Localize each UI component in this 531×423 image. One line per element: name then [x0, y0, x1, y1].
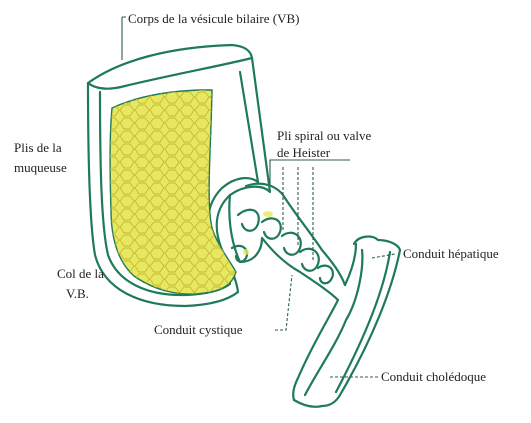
- hepatic-duct-cap: [354, 237, 400, 250]
- label-neck-1: Col de la: [57, 266, 104, 281]
- spiral-fold-1: [238, 210, 259, 231]
- label-folds-1: Plis de la: [14, 140, 62, 155]
- label-neck-2: V.B.: [66, 286, 89, 301]
- labels: Corps de la vésicule bilaire (VB) Plis d…: [14, 11, 499, 384]
- label-valve-1: Pli spiral ou valve: [277, 128, 371, 143]
- spiral-fold-2: [262, 218, 281, 238]
- label-folds-2: muqueuse: [14, 160, 67, 175]
- leader-body: [122, 17, 126, 60]
- cystic-duct: [229, 184, 345, 300]
- common-duct-bottom: [294, 400, 322, 407]
- leader-valve-1: [270, 160, 350, 185]
- fundus-outline: [88, 45, 252, 89]
- common-duct-left-inner: [345, 244, 356, 285]
- label-hepatic: Conduit hépatique: [403, 246, 499, 261]
- label-body: Corps de la vésicule bilaire (VB): [128, 11, 299, 26]
- leader-hepatic: [372, 254, 395, 258]
- mucosa-folds: [100, 85, 250, 300]
- label-cystic: Conduit cystique: [154, 322, 243, 337]
- spiral-fold-5: [318, 266, 333, 284]
- label-common: Conduit cholédoque: [381, 369, 486, 384]
- label-valve-2: de Heister: [277, 145, 331, 160]
- leader-cystic: [275, 275, 292, 330]
- spiral-fold-4: [300, 249, 319, 271]
